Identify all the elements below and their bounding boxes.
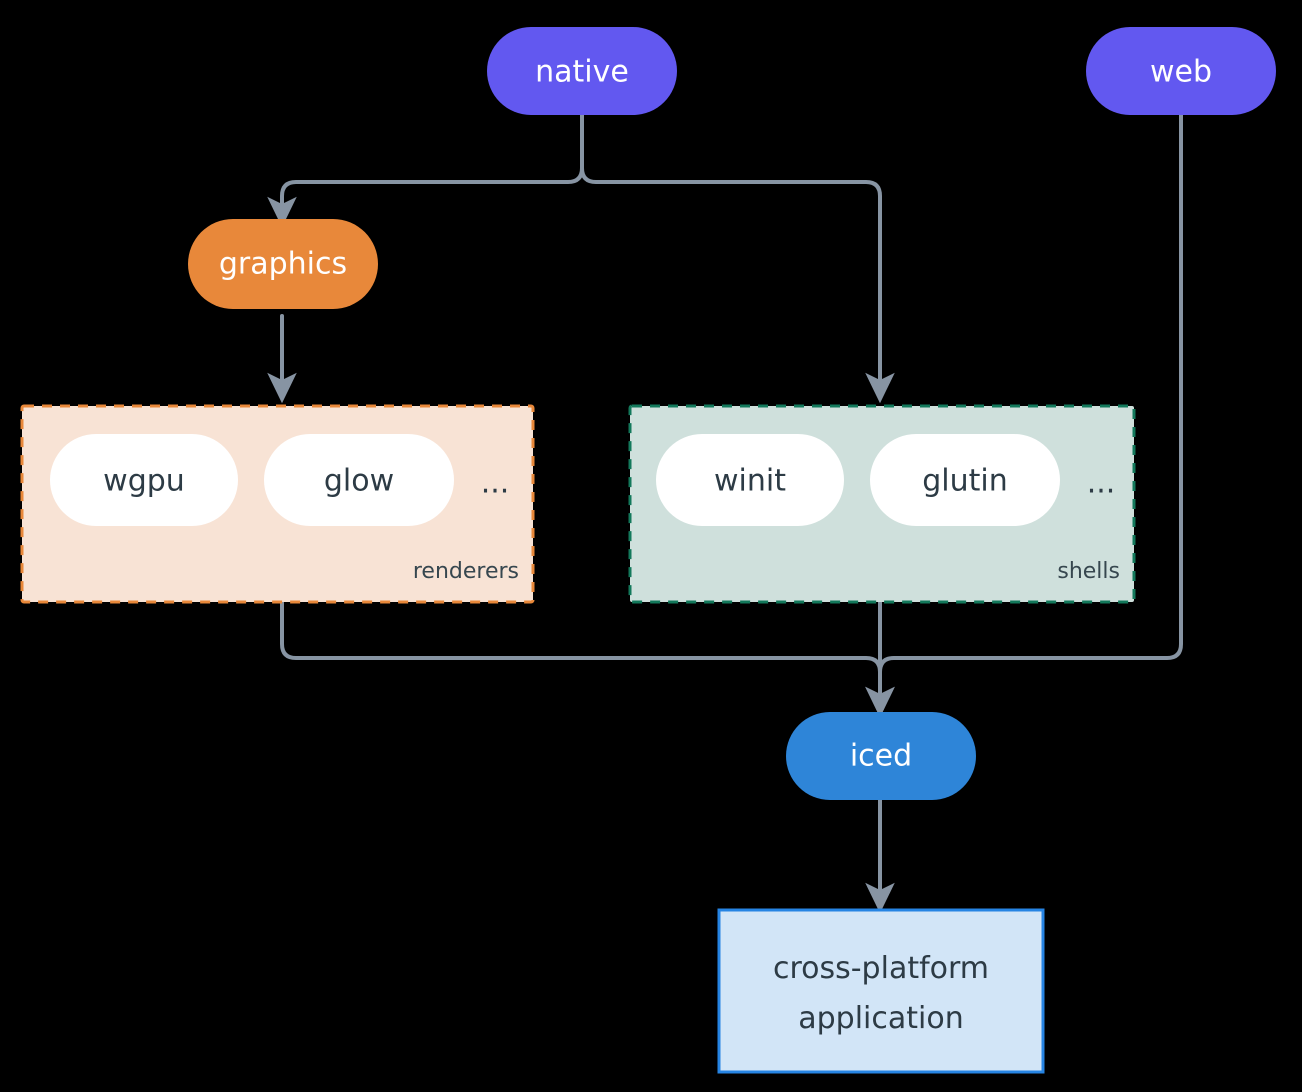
- edge-native-to-graphics: [267, 113, 584, 228]
- edge-renderers-to-iced: [280, 600, 895, 718]
- native-pill[interactable]: [487, 27, 677, 115]
- application-label-line2: application: [798, 1001, 963, 1036]
- graphics-pill[interactable]: [188, 219, 378, 309]
- web-pill[interactable]: [1086, 27, 1276, 115]
- renderers-caption: renderers: [413, 559, 519, 584]
- node-iced[interactable]: iced: [786, 712, 976, 800]
- web-label: web: [1150, 55, 1212, 90]
- application-label-line1: cross-platform: [773, 951, 989, 986]
- native-label: native: [535, 55, 629, 90]
- wgpu-pill[interactable]: [50, 434, 238, 526]
- winit-label: winit: [714, 464, 786, 499]
- edge-layer: [267, 113, 1183, 914]
- group-shells: winit glutin ... shells: [628, 404, 1136, 604]
- node-application[interactable]: cross-platform application: [717, 908, 1045, 1074]
- renderers-item-wgpu[interactable]: wgpu: [50, 434, 238, 526]
- glutin-label: glutin: [922, 464, 1008, 499]
- glow-pill[interactable]: [264, 434, 454, 526]
- shells-item-winit[interactable]: winit: [656, 434, 844, 526]
- graphics-label: graphics: [219, 247, 347, 282]
- node-native[interactable]: native: [487, 27, 677, 115]
- application-box[interactable]: [717, 908, 1045, 1074]
- renderers-overflow-ellipsis: ...: [481, 466, 510, 501]
- edge-web-to-iced: [865, 113, 1183, 718]
- wgpu-label: wgpu: [103, 464, 185, 499]
- shells-caption: shells: [1057, 559, 1120, 584]
- node-graphics[interactable]: graphics: [188, 219, 378, 309]
- glow-label: glow: [324, 464, 394, 499]
- group-renderers: wgpu glow ... renderers: [20, 404, 535, 604]
- shells-overflow-ellipsis: ...: [1087, 466, 1116, 501]
- renderers-item-glow[interactable]: glow: [264, 434, 454, 526]
- iced-label: iced: [850, 739, 912, 774]
- node-web[interactable]: web: [1086, 27, 1276, 115]
- edge-native-to-shells: [580, 113, 895, 404]
- winit-pill[interactable]: [656, 434, 844, 526]
- shells-item-glutin[interactable]: glutin: [870, 434, 1060, 526]
- glutin-pill[interactable]: [870, 434, 1060, 526]
- iced-pill[interactable]: [786, 712, 976, 800]
